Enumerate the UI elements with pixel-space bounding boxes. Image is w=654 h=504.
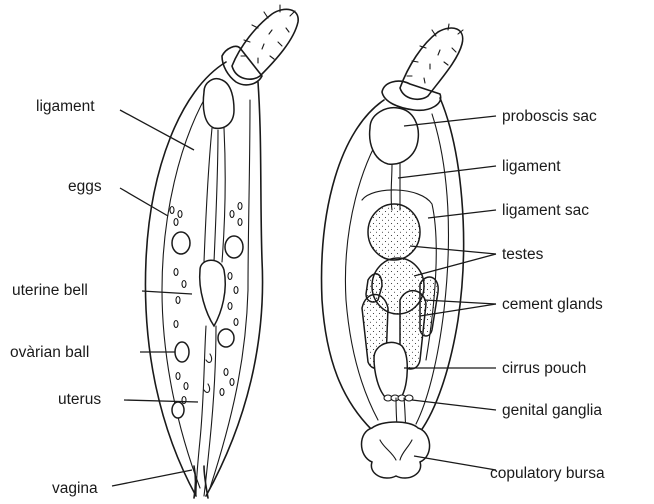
- male-worm-drawing: [322, 24, 464, 478]
- female-proboscis: [232, 9, 298, 79]
- female-leader-lines: [112, 110, 198, 486]
- male-proboscis-sac: [370, 108, 419, 165]
- uterine-bell: [200, 260, 226, 326]
- label-testes: testes: [502, 246, 544, 263]
- label-proboscis-sac: proboscis sac: [502, 108, 597, 125]
- female-proboscis-sac: [203, 79, 234, 129]
- label-eggs: eggs: [68, 178, 102, 195]
- female-worm-drawing: [145, 5, 298, 498]
- label-genital-ganglia: genital ganglia: [502, 402, 602, 419]
- label-cement-glands: cement glands: [502, 296, 603, 313]
- cirrus-pouch: [374, 342, 407, 398]
- label-ovarian-ball: ovàrian ball: [10, 344, 89, 361]
- female-proboscis-hooks: [241, 5, 295, 63]
- label-female-ligament: ligament: [36, 98, 95, 115]
- label-cirrus-pouch: cirrus pouch: [502, 360, 586, 377]
- genital-ganglia: [384, 395, 413, 401]
- label-uterine-bell: uterine bell: [12, 282, 88, 299]
- label-copulatory-bursa: copulatory bursa: [490, 465, 605, 482]
- male-neck: [382, 81, 441, 110]
- label-uterus: uterus: [58, 391, 101, 408]
- label-ligament-sac: ligament sac: [502, 202, 589, 219]
- label-male-ligament: ligament: [502, 158, 561, 175]
- ovarian-ball: [175, 342, 189, 362]
- testis-anterior: [368, 204, 420, 260]
- male-proboscis: [400, 28, 463, 99]
- label-vagina: vagina: [52, 480, 98, 497]
- male-proboscis-hooks: [407, 24, 463, 83]
- female-neck: [222, 46, 262, 84]
- copulatory-bursa: [362, 422, 430, 478]
